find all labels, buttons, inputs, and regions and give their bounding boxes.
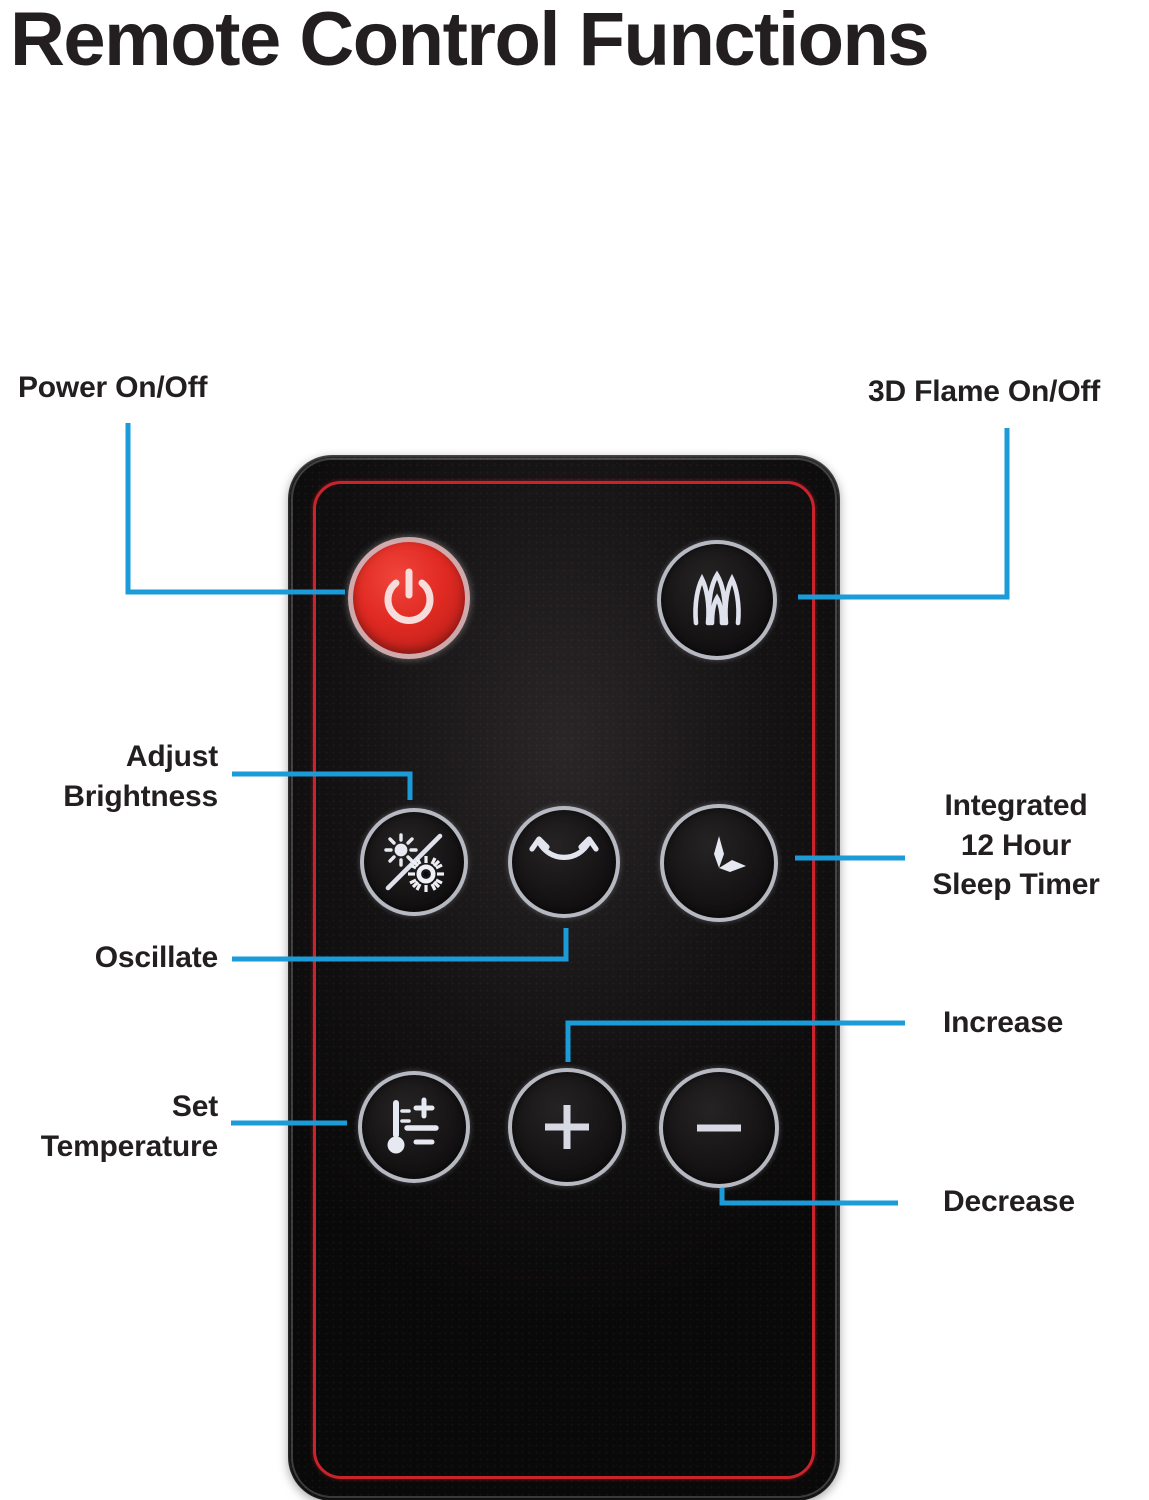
power-icon <box>381 568 437 627</box>
label-brightness: Adjust Brightness <box>63 740 218 813</box>
thermometer-icon <box>380 1093 448 1161</box>
label-oscillate: Oscillate <box>94 941 218 974</box>
page-title: Remote Control Functions <box>10 0 930 82</box>
flame-button[interactable] <box>657 540 777 660</box>
label-sleep-timer: Integrated 12 Hour Sleep Timer <box>932 789 1100 902</box>
sleep-timer-button[interactable] <box>660 804 778 922</box>
label-flame: 3D Flame On/Off <box>868 375 1101 408</box>
oscillate-button[interactable] <box>508 806 620 918</box>
flame-icon <box>686 570 748 627</box>
label-power: Power On/Off <box>18 371 208 404</box>
clock-icon <box>686 830 752 896</box>
increase-button[interactable] <box>508 1068 626 1186</box>
label-set-temperature: Set Temperature <box>40 1090 219 1163</box>
brightness-button[interactable] <box>360 808 468 916</box>
label-decrease: Decrease <box>943 1185 1075 1218</box>
set-temperature-button[interactable] <box>358 1071 470 1183</box>
power-button[interactable] <box>348 537 470 659</box>
label-increase: Increase <box>943 1006 1064 1039</box>
plus-icon <box>539 1099 595 1155</box>
brightness-icon <box>377 825 451 899</box>
oscillate-icon <box>529 834 599 890</box>
minus-icon <box>691 1100 747 1156</box>
decrease-button[interactable] <box>659 1068 779 1188</box>
